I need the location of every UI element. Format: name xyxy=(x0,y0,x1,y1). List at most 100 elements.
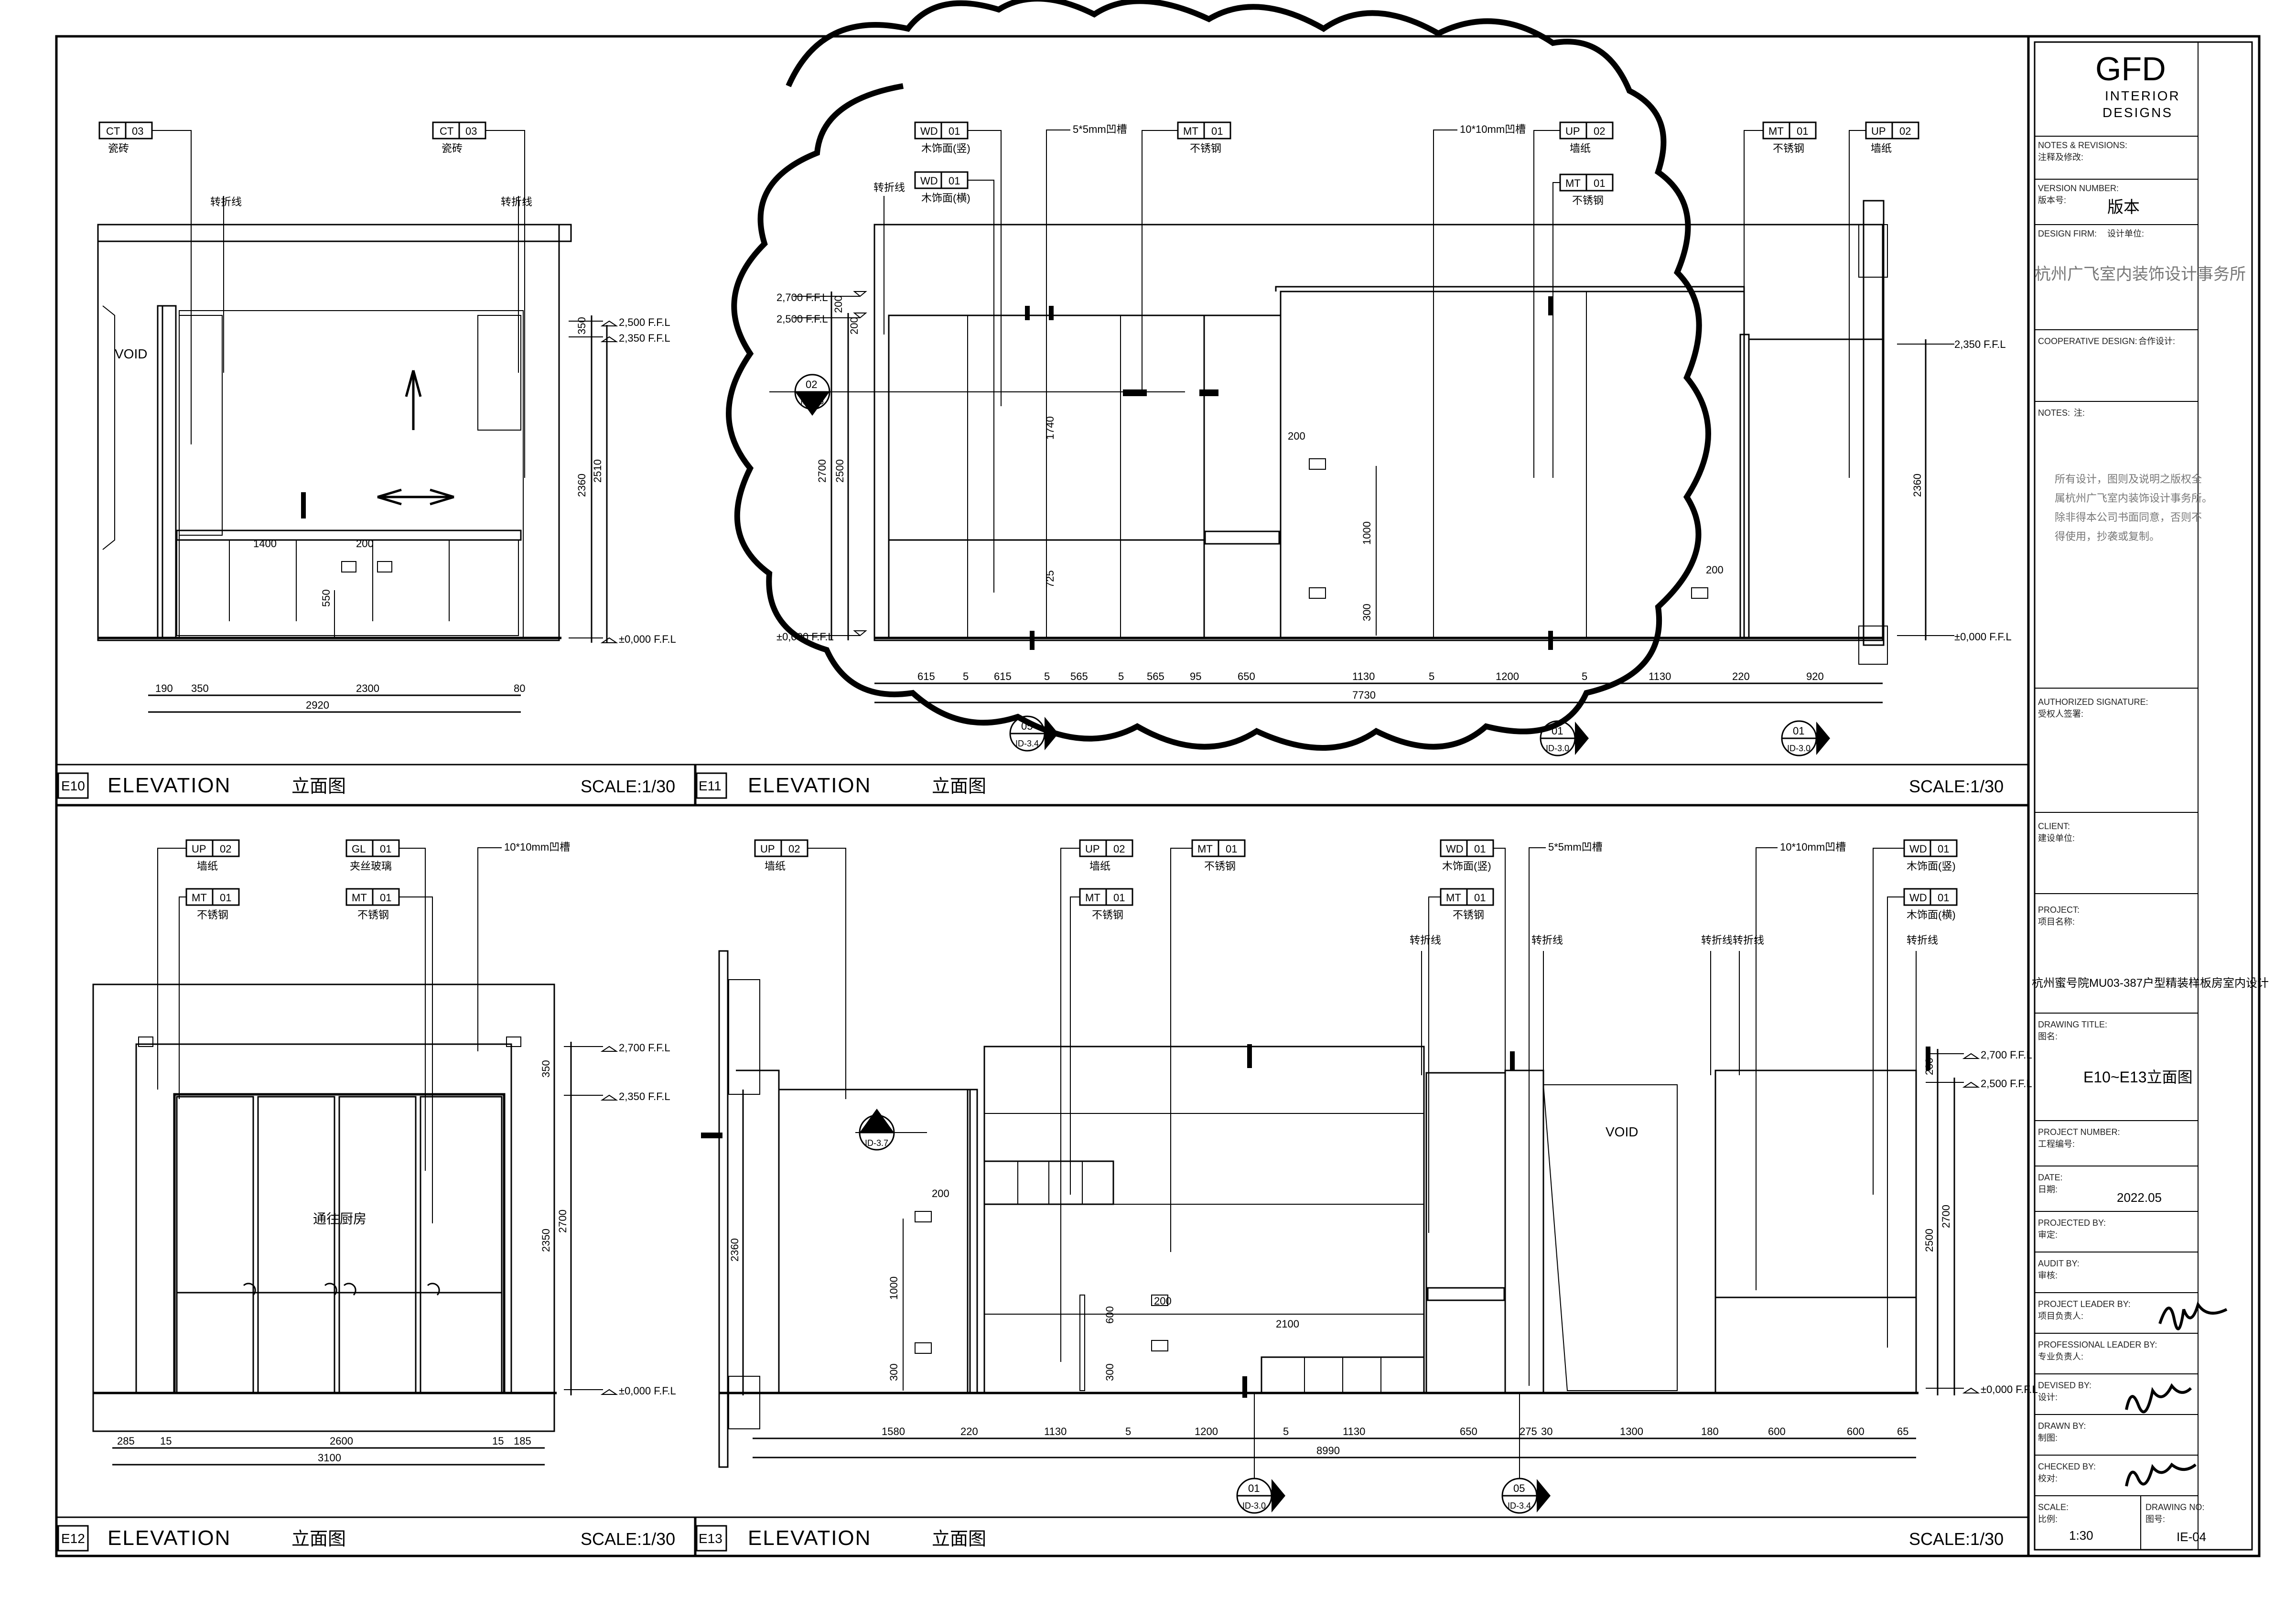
dim-1740: 1740 xyxy=(1044,416,1056,440)
level-label: 2,700 F.F.L xyxy=(1981,1049,2032,1061)
logo-main: GFD xyxy=(2095,50,2166,87)
material-tag: WD 01 木饰面(竖) xyxy=(1873,839,1958,1195)
horizontal-dims: 615 5 615 5 565 5 565 95 650 1130 5 1200… xyxy=(874,670,1883,703)
passage-label: 通往厨房 xyxy=(313,1211,366,1226)
dim: 1130 xyxy=(1044,1425,1067,1437)
authorized-cn: 受权人签署: xyxy=(2038,709,2083,719)
void-label: VOID xyxy=(115,346,147,361)
view-scale: SCALE:1/30 xyxy=(581,777,675,796)
tag-desc: 墙纸 xyxy=(1570,142,1591,154)
view-title: ELEVATION xyxy=(748,774,871,797)
view-title-cn: 立面图 xyxy=(291,777,346,797)
horizontal-dims: 1580 220 1130 5 1200 5 1130 650 275 30 1… xyxy=(753,1425,1916,1458)
date-value: 2022.05 xyxy=(2117,1190,2162,1205)
ref-id: ID-3.0 xyxy=(1242,1501,1266,1511)
drawing-title-label: DRAWING TITLE: xyxy=(2038,1020,2107,1029)
tag-num: 03 xyxy=(465,125,477,137)
ref-num: 01 xyxy=(1248,1482,1260,1494)
void-label: VOID xyxy=(1606,1124,1638,1139)
dim: 2300 xyxy=(356,682,379,694)
version-value: 版本 xyxy=(2107,198,2140,216)
drawing-title-cn: 图名: xyxy=(2038,1032,2058,1041)
tag-code: WD xyxy=(920,125,938,137)
fold-line-note: 转折线 xyxy=(210,196,242,208)
design-firm-value: 杭州广飞室内装饰设计事务所 xyxy=(2035,265,2246,283)
detail-ref-marker: 01 ID-3.0 xyxy=(1781,720,1830,756)
material-tag: MT 01 不锈钢 xyxy=(1170,839,1246,1252)
tag-desc: 墙纸 xyxy=(197,860,218,872)
dim: 1130 xyxy=(1343,1425,1365,1437)
groove-note: 10*10mm凹槽 xyxy=(1460,123,1526,135)
view-title-e10: E10 ELEVATION 立面图 SCALE:1/30 xyxy=(57,772,675,799)
view-scale: SCALE:1/30 xyxy=(1909,777,2004,796)
tag-code: WD xyxy=(920,175,938,187)
dim: 1580 xyxy=(882,1425,905,1437)
version-cn: 版本号: xyxy=(2038,195,2066,205)
client-label: CLIENT: xyxy=(2038,821,2070,831)
dim: 1200 xyxy=(1496,670,1519,682)
project-cn: 项目名称: xyxy=(2038,917,2075,927)
dim: 5 xyxy=(1429,670,1434,682)
material-tag: MT 01 不锈钢 xyxy=(1552,173,1614,478)
material-tag: UP 02 墙纸 xyxy=(1533,121,1614,478)
tag-desc: 墙纸 xyxy=(1089,860,1110,872)
detail-ref-marker: 05 ID-3.4 xyxy=(1501,1393,1551,1514)
dim-2360: 2360 xyxy=(576,474,588,497)
dim: 920 xyxy=(1806,670,1824,682)
material-tag: WD 01 木饰面(横) xyxy=(1887,888,1958,1348)
view-code: E12 xyxy=(61,1531,85,1546)
dim-200: 200 xyxy=(832,295,844,313)
tag-desc: 不锈钢 xyxy=(197,909,228,921)
projected-cn: 审定: xyxy=(2038,1230,2058,1240)
fold-line-note: 转折线 xyxy=(1410,934,1441,946)
view-title-e11: E11 ELEVATION 立面图 SCALE:1/30 xyxy=(696,772,2004,799)
dim-300: 300 xyxy=(1361,604,1373,621)
view-scale: SCALE:1/30 xyxy=(1909,1529,2004,1549)
ref-id: ID-3.4 xyxy=(1508,1501,1531,1511)
socket-icon xyxy=(915,1211,1168,1354)
tag-code: WD xyxy=(1909,892,1927,904)
level-label: 2,350 F.F.L xyxy=(1954,338,2006,350)
dim: 615 xyxy=(917,670,935,682)
section-marker: 02 ID-3.5 xyxy=(769,374,1185,416)
dim: 15 xyxy=(160,1435,172,1447)
level-label: ±0,000 F.F.L xyxy=(776,631,834,643)
elevation-e12: UP 02 墙纸 MT 01 不锈钢 GL 01 夹丝玻璃 MT 01 不锈钢 … xyxy=(92,839,676,1466)
tag-desc: 不锈钢 xyxy=(1092,909,1123,921)
tag-num: 02 xyxy=(1899,125,1911,137)
title-block: GFD INTERIOR DESIGNS NOTES & REVISIONS: … xyxy=(2027,35,2269,1557)
leader-cn: 项目负责人: xyxy=(2038,1311,2083,1321)
section-ref: ID-3.7 xyxy=(865,1138,888,1148)
section-marker: 05 ID-3.7 xyxy=(855,1109,927,1151)
notes-line-3: 除非得本公司书面同意，否则不 xyxy=(2055,511,2202,523)
tag-num: 02 xyxy=(1594,125,1605,137)
detail-ref-marker: 05 ID-3.4 xyxy=(1009,715,1058,752)
tag-desc: 不锈钢 xyxy=(1190,142,1221,154)
logo-sub-2: DESIGNS xyxy=(2102,105,2173,120)
dim-2500: 2500 xyxy=(1923,1229,1935,1252)
dim-2360: 2360 xyxy=(1911,474,1923,497)
dim: 650 xyxy=(1460,1425,1477,1437)
dim-200: 200 xyxy=(848,317,860,335)
tag-desc: 瓷砖 xyxy=(442,142,463,154)
dim-200: 200 xyxy=(1923,1058,1935,1075)
leader-label: PROJECT LEADER BY: xyxy=(2038,1299,2131,1309)
view-scale: SCALE:1/30 xyxy=(581,1529,675,1549)
material-tag: WD 01 木饰面(竖) xyxy=(914,121,1002,406)
door-handle-icon xyxy=(243,1283,440,1296)
authorized-label: AUTHORIZED SIGNATURE: xyxy=(2038,697,2148,707)
level-label: ±0,000 F.F.L xyxy=(619,1385,676,1397)
ref-num: 05 xyxy=(1021,720,1033,732)
ref-id: ID-3.0 xyxy=(1787,744,1811,753)
tag-desc: 墙纸 xyxy=(765,860,786,872)
dim: 190 xyxy=(155,682,173,694)
dim-350: 350 xyxy=(576,317,588,335)
view-title-cn: 立面图 xyxy=(932,777,986,797)
dim: 5 xyxy=(1582,670,1587,682)
tag-code: MT xyxy=(1565,177,1581,189)
dim: 350 xyxy=(191,682,209,694)
detail-ref-marker: 01 ID-3.0 xyxy=(1236,1393,1285,1514)
tag-desc: 木饰面(竖) xyxy=(921,142,970,154)
view-title: ELEVATION xyxy=(108,774,231,797)
view-title-e12: E12 ELEVATION 立面图 SCALE:1/30 xyxy=(57,1525,675,1552)
